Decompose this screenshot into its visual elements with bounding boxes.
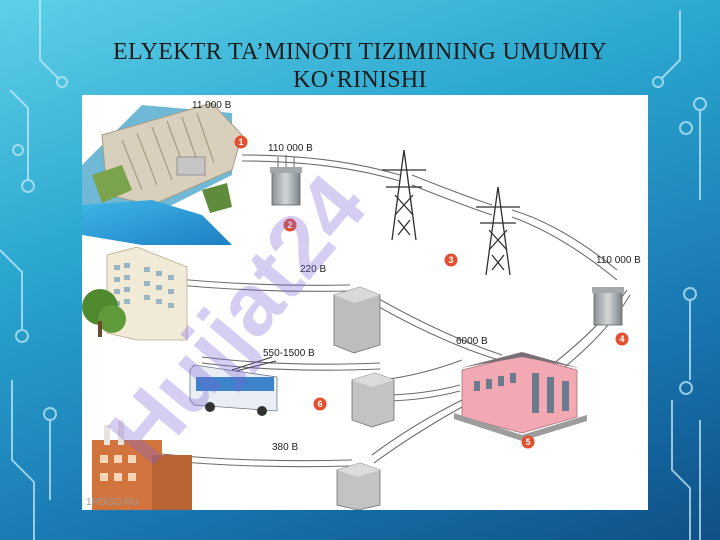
- voltage-label-trolley: 550-1500 B: [263, 348, 315, 359]
- marker-1: 1: [234, 135, 248, 149]
- distribution-substation-building: [454, 352, 587, 441]
- marker-5: 5: [521, 435, 535, 449]
- kiosk-transformer-2: [351, 372, 395, 428]
- title-line-1: ELYEKTR TA’MINOTI TIZIMINING UMUMIY: [113, 39, 607, 65]
- kiosk-transformer-1: [333, 286, 381, 354]
- kiosk-transformer-3: [336, 462, 381, 510]
- transmission-tower-2: [476, 186, 520, 276]
- marker-3: 3: [444, 253, 458, 267]
- slide-title: ELYEKTR TA’MINOTI TIZIMINING UMUMIY KO‘R…: [60, 38, 660, 94]
- svg-text:5: 5: [525, 437, 530, 447]
- transmission-tower-1: [382, 149, 426, 241]
- voltage-label-substation: 6000 B: [456, 336, 488, 347]
- voltage-label-line-end: 110 000 B: [596, 255, 641, 266]
- trolleybus: [189, 356, 278, 416]
- voltage-label-plant: 11 000 B: [192, 100, 232, 111]
- power-supply-diagram: 11 000 B 110 000 B 110 000 B 220 B 550-1…: [82, 95, 648, 510]
- svg-text:2: 2: [287, 220, 292, 230]
- marker-6: 6: [313, 397, 327, 411]
- voltage-label-step-up: 110 000 B: [268, 143, 313, 154]
- svg-text:3: 3: [448, 255, 453, 265]
- svg-text:6: 6: [317, 399, 322, 409]
- marker-4: 4: [615, 332, 629, 346]
- factory: [92, 420, 192, 510]
- step-up-transformer: [270, 155, 302, 206]
- svg-text:1: 1: [238, 137, 243, 147]
- substation-transformer: [592, 287, 624, 326]
- apartment-building: [82, 246, 188, 341]
- hydro-power-plant: [82, 102, 243, 245]
- corner-source-text: 1POGO.RU: [86, 497, 139, 508]
- title-line-2: KO‘RINISHI: [293, 67, 427, 93]
- voltage-label-residential: 220 B: [300, 264, 326, 275]
- voltage-label-industry: 380 B: [272, 442, 298, 453]
- svg-text:4: 4: [619, 334, 624, 344]
- marker-2: 2: [283, 218, 297, 232]
- diagram-canvas: 11 000 B 110 000 B 110 000 B 220 B 550-1…: [82, 100, 641, 510]
